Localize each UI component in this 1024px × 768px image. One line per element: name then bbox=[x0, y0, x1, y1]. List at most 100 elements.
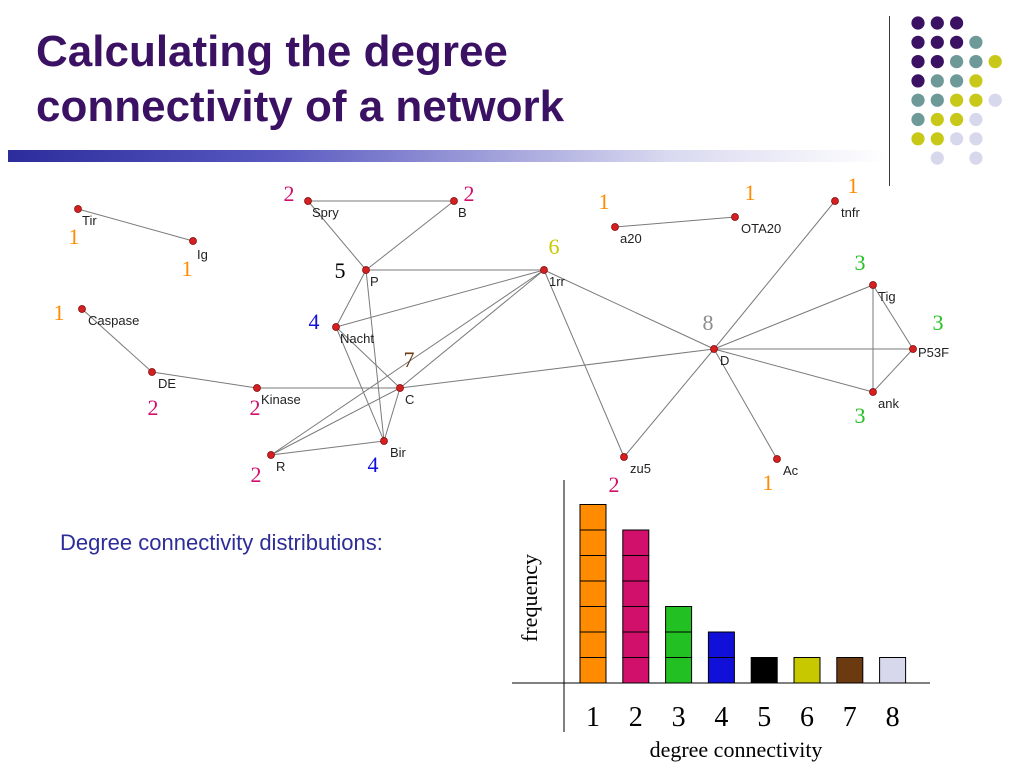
degree-label-Nacht: 4 bbox=[309, 309, 320, 334]
bar-unit bbox=[707, 631, 735, 658]
edge-Nacht-1rr bbox=[335, 269, 545, 328]
decorative-dot bbox=[911, 35, 925, 49]
decorative-dot bbox=[950, 35, 964, 49]
network-edges bbox=[77, 200, 914, 460]
degree-label-Kinase: 2 bbox=[250, 395, 261, 420]
bar-degree-7 bbox=[836, 657, 864, 684]
decorative-dot bbox=[930, 55, 944, 69]
decorative-dot bbox=[969, 93, 983, 107]
edge-1rr-zu5 bbox=[543, 269, 625, 458]
x-tick-label: 1 bbox=[586, 702, 600, 733]
node-label-Spry: Spry bbox=[312, 205, 339, 220]
decorative-dot bbox=[950, 74, 964, 88]
node-a20 bbox=[611, 223, 619, 231]
decorative-dot bbox=[969, 132, 983, 146]
decorative-dot bbox=[911, 55, 925, 69]
node-label-Bir: Bir bbox=[390, 445, 407, 460]
node-label-1rr: 1rr bbox=[549, 274, 566, 289]
decorative-dot bbox=[988, 93, 1002, 107]
node-label-DE: DE bbox=[158, 376, 176, 391]
node-Kinase bbox=[253, 384, 261, 392]
degree-label-a20: 1 bbox=[599, 189, 610, 214]
node-label-tnfr: tnfr bbox=[841, 205, 860, 220]
node-ank bbox=[869, 388, 877, 396]
degree-label-D: 8 bbox=[703, 310, 714, 335]
decorative-dot bbox=[969, 151, 983, 165]
node-P bbox=[362, 266, 370, 274]
edge-D-ank bbox=[713, 348, 874, 393]
decorative-dot bbox=[930, 151, 944, 165]
degree-label-1rr: 6 bbox=[549, 234, 560, 259]
degree-label-Ac: 1 bbox=[763, 470, 774, 495]
bar-degree-8 bbox=[879, 657, 907, 684]
decorative-dot bbox=[911, 16, 925, 30]
edge-Caspase-DE bbox=[81, 308, 153, 373]
node-label-Tig: Tig bbox=[878, 289, 896, 304]
bar-unit bbox=[579, 504, 607, 531]
bar-unit bbox=[836, 657, 864, 684]
decorative-dot bbox=[950, 93, 964, 107]
decorative-dot bbox=[988, 55, 1002, 69]
bar-degree-3 bbox=[665, 606, 693, 684]
edge-zu5-D bbox=[623, 348, 715, 458]
node-label-B: B bbox=[458, 205, 467, 220]
bar-degree-2 bbox=[622, 529, 650, 684]
edge-P-Bir bbox=[365, 269, 385, 442]
bar-unit bbox=[622, 529, 650, 556]
edge-a20-OTA20 bbox=[614, 216, 736, 228]
y-axis-title: frequency bbox=[517, 554, 542, 642]
bar-unit bbox=[622, 580, 650, 607]
edge-C-1rr bbox=[399, 269, 545, 389]
edge-R-Bir bbox=[270, 440, 385, 456]
degree-label-DE: 2 bbox=[148, 395, 159, 420]
node-D bbox=[710, 345, 718, 353]
bar-unit bbox=[707, 657, 735, 684]
edge-C-D bbox=[399, 348, 715, 389]
degree-label-B: 2 bbox=[464, 181, 475, 206]
decorative-dot bbox=[911, 132, 925, 146]
edge-C-Bir bbox=[383, 387, 401, 442]
degree-label-Tir: 1 bbox=[69, 224, 80, 249]
degree-label-P: 5 bbox=[335, 258, 346, 283]
title-underline bbox=[8, 150, 888, 162]
node-label-Tir: Tir bbox=[82, 213, 97, 228]
decorative-dot bbox=[969, 55, 983, 69]
degree-label-P53F: 3 bbox=[933, 310, 944, 335]
node-label-Ac: Ac bbox=[783, 463, 799, 478]
node-Ig bbox=[189, 237, 197, 245]
decorative-dot bbox=[930, 16, 944, 30]
bar-unit bbox=[622, 555, 650, 582]
edge-DE-Kinase bbox=[151, 371, 258, 389]
bar-unit bbox=[665, 606, 693, 633]
decorative-dot bbox=[950, 132, 964, 146]
bar-unit bbox=[622, 631, 650, 658]
node-label-D: D bbox=[720, 353, 729, 368]
node-C bbox=[396, 384, 404, 392]
edge-R-1rr bbox=[270, 269, 545, 456]
node-B bbox=[450, 197, 458, 205]
bar-unit bbox=[579, 657, 607, 684]
node-R bbox=[267, 451, 275, 459]
bar-degree-5 bbox=[750, 657, 778, 684]
bar-degree-4 bbox=[707, 631, 735, 684]
x-axis-title: degree connectivity bbox=[650, 737, 823, 762]
node-label-Nacht: Nacht bbox=[340, 331, 374, 346]
edge-B-P bbox=[365, 200, 455, 271]
chart-axes bbox=[512, 480, 930, 732]
node-label-P: P bbox=[370, 274, 379, 289]
edge-C-R bbox=[270, 387, 401, 456]
node-Spry bbox=[304, 197, 312, 205]
decorative-dot bbox=[950, 112, 964, 127]
decorative-dot bbox=[911, 93, 925, 107]
decorative-dot bbox=[911, 112, 925, 127]
bar-unit bbox=[622, 606, 650, 633]
decorative-dot bbox=[969, 35, 983, 49]
distribution-caption: Degree connectivity distributions: bbox=[60, 530, 383, 555]
decorative-dot bbox=[930, 93, 944, 107]
degree-label-ank: 3 bbox=[855, 403, 866, 428]
node-label-R: R bbox=[276, 459, 285, 474]
bar-unit bbox=[579, 580, 607, 607]
degree-label-Tig: 3 bbox=[855, 250, 866, 275]
